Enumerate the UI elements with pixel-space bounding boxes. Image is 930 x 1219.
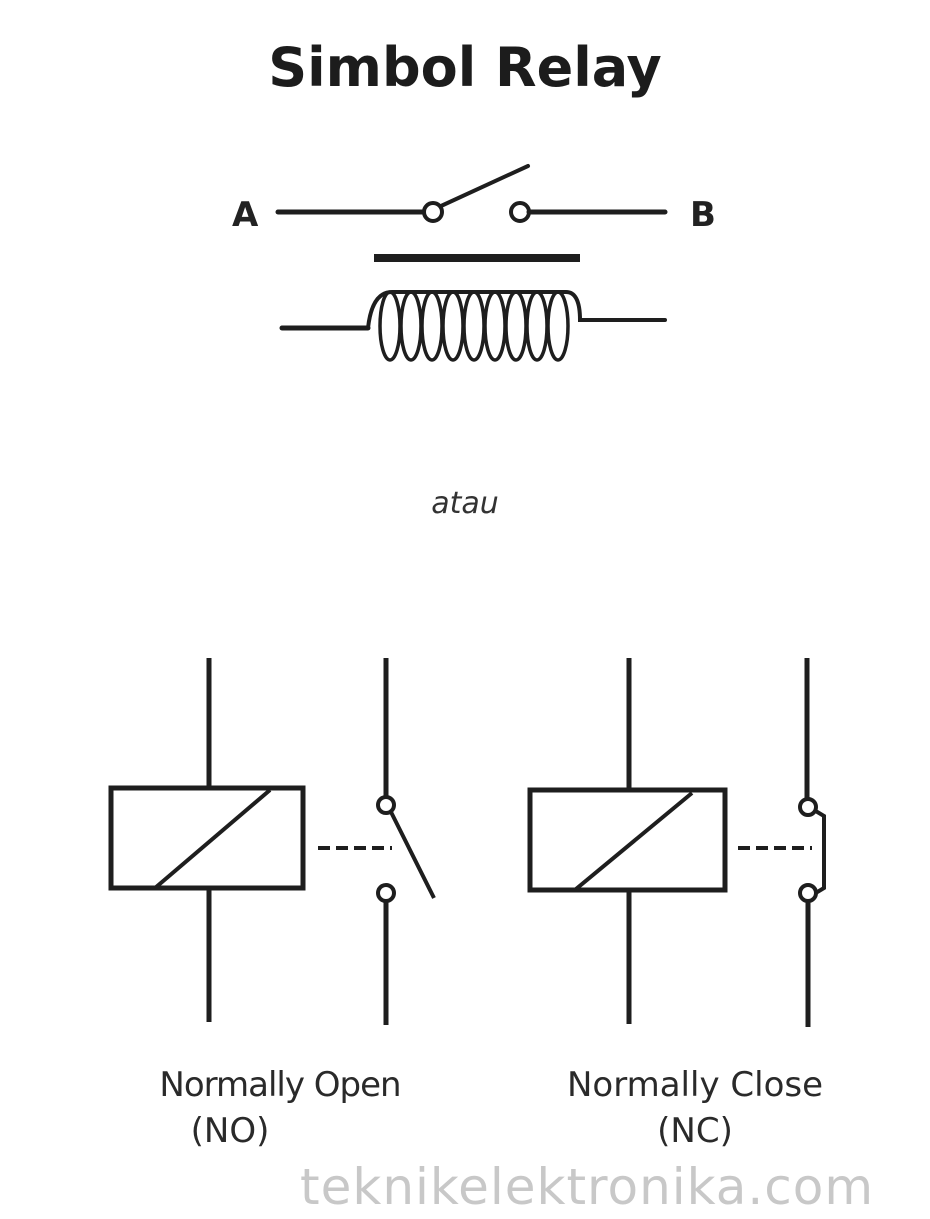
normally-open-label: Normally Open (NO) — [115, 1062, 445, 1154]
terminal-a-label: A — [232, 195, 259, 235]
watermark-text: teknikelektronika.com — [300, 1158, 875, 1216]
diagram-title: Simbol Relay — [268, 36, 662, 99]
terminal-b-label: B — [690, 195, 716, 235]
normally-open-label-line1: Normally Open — [159, 1065, 401, 1105]
normally-close-relay-symbol — [527, 658, 826, 1027]
normally-close-label-line1: Normally Close — [566, 1065, 823, 1105]
normally-close-label-line2: (NC) — [657, 1111, 733, 1151]
normally-close-label: Normally Close (NC) — [530, 1062, 860, 1154]
separator-text: atau — [431, 486, 499, 521]
relay-coil-switch-symbol: A B — [232, 164, 716, 362]
normally-open-label-line2: (NO) — [190, 1111, 270, 1151]
normally-open-relay-symbol — [108, 658, 436, 1025]
